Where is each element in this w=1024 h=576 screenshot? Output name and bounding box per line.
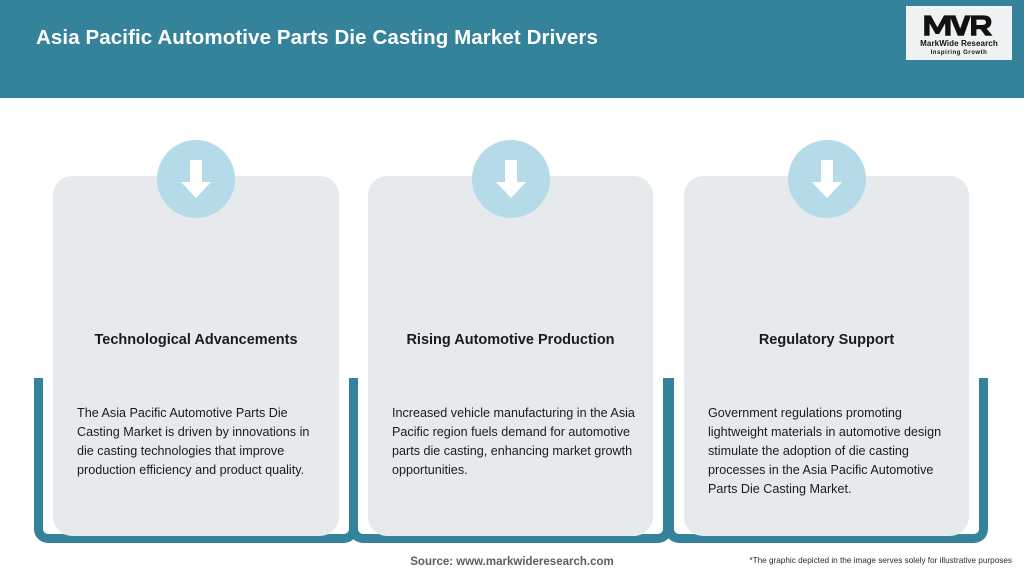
logo-company-name: MarkWide Research [920, 38, 998, 48]
driver-card-1[interactable]: Technological Advancements The Asia Paci… [34, 98, 358, 548]
card-body-text: The Asia Pacific Automotive Parts Die Ca… [77, 406, 310, 477]
drivers-card-row: Technological Advancements The Asia Paci… [0, 98, 1024, 548]
card-surface: Regulatory Support Government regulation… [684, 176, 969, 536]
down-arrow-glyph [811, 160, 842, 198]
card-surface: Rising Automotive Production Increased v… [368, 176, 653, 536]
card-title: Regulatory Support [758, 332, 895, 348]
card-title: Technological Advancements [94, 332, 298, 348]
disclaimer-note: *The graphic depicted in the image serve… [749, 556, 1012, 565]
header-bar: Asia Pacific Automotive Parts Die Castin… [0, 0, 1024, 98]
logo-tagline: Inspiring Growth [930, 49, 988, 56]
mwr-logo-icon [924, 14, 993, 36]
down-arrow-glyph [181, 160, 211, 198]
page-title: Asia Pacific Automotive Parts Die Castin… [36, 26, 598, 49]
down-arrow-icon [157, 140, 235, 218]
down-arrow-icon [471, 140, 550, 218]
card-accent-frame [665, 378, 988, 543]
card-surface: Technological Advancements The Asia Paci… [53, 176, 339, 536]
card-title: Rising Automotive Production [406, 332, 615, 348]
down-arrow-icon [787, 140, 866, 218]
down-arrow-glyph [495, 160, 526, 198]
brand-logo: MarkWide Research Inspiring Growth [906, 6, 1012, 60]
driver-card-2[interactable]: Rising Automotive Production Increased v… [349, 98, 672, 548]
card-body-text: Government regulations promoting lightwe… [708, 406, 942, 496]
card-body-text: Increased vehicle manufacturing in the A… [392, 406, 635, 477]
driver-card-3[interactable]: Regulatory Support Government regulation… [665, 98, 988, 548]
source-label: Source: www.markwideresearch.com [410, 556, 614, 568]
